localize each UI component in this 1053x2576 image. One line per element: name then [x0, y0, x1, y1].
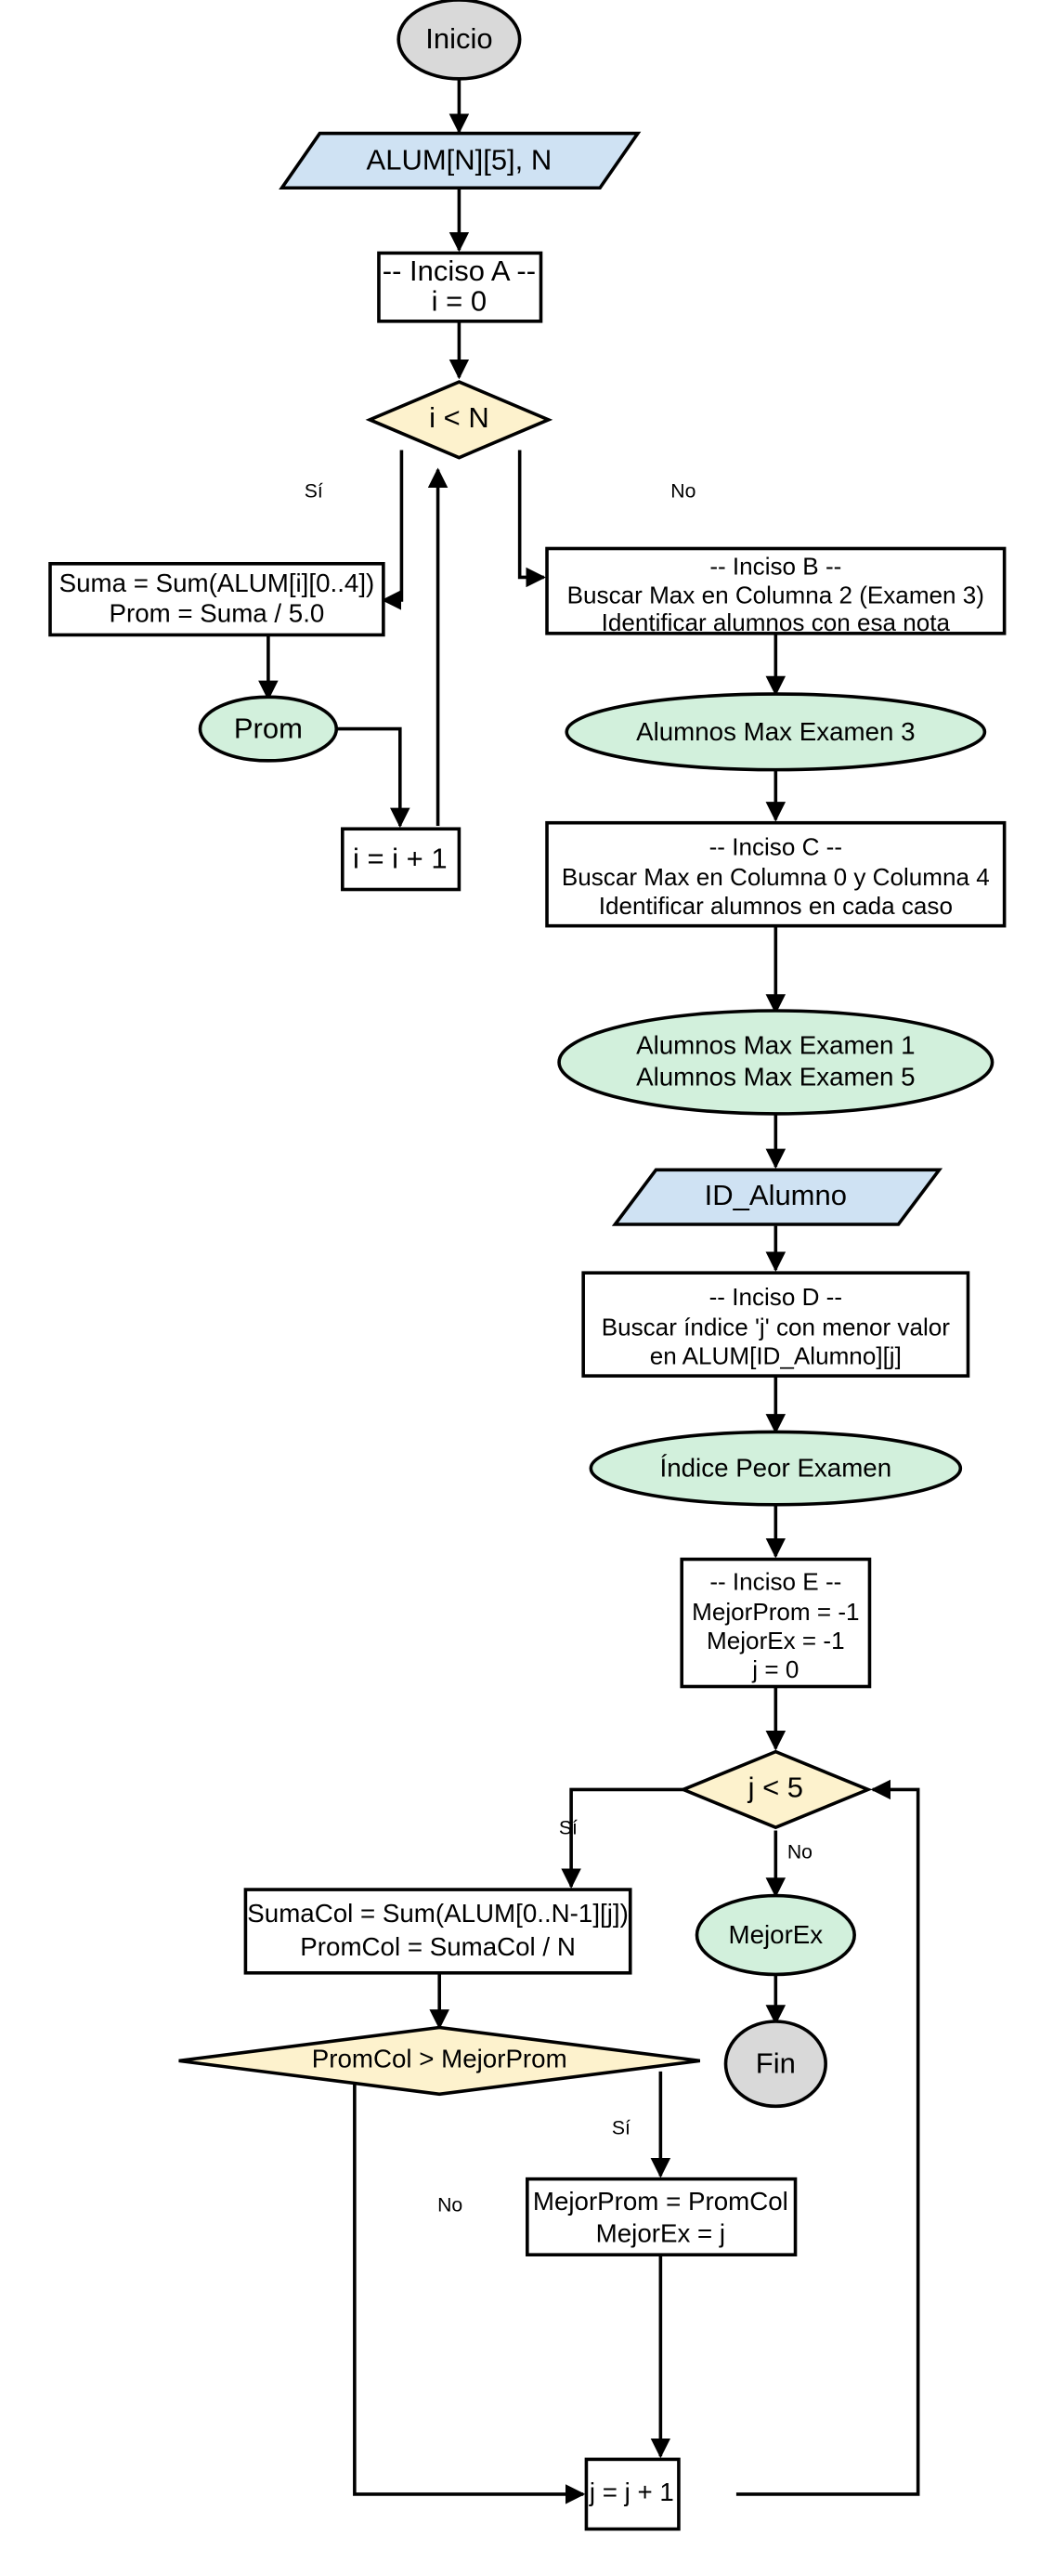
- node-output-max3-label: Alumnos Max Examen 3: [636, 717, 915, 746]
- node-inciso-d-line3: en ALUM[ID_Alumno][j]: [650, 1341, 902, 1369]
- edge-deci-si: [381, 450, 404, 610]
- node-inciso-d[interactable]: -- Inciso D -- Buscar índice 'j' con men…: [581, 1271, 970, 1378]
- node-input-id-alumno-label: ID_Alumno: [705, 1179, 847, 1211]
- node-output-prom[interactable]: Prom: [198, 695, 339, 763]
- node-inciso-e-line3: MejorEx = -1: [707, 1627, 845, 1654]
- node-inciso-e-line2: MejorProm = -1: [692, 1598, 859, 1626]
- node-suma-line2: Prom = Suma / 5.0: [109, 599, 324, 628]
- node-output-max-examen-3[interactable]: Alumnos Max Examen 3: [565, 692, 987, 772]
- node-output-indice-peor-examen[interactable]: Índice Peor Examen: [589, 1430, 963, 1507]
- node-set-mejor-line2: MejorEx = j: [596, 2218, 725, 2247]
- node-output-prom-label: Prom: [234, 712, 303, 744]
- node-decision-j-lt-5[interactable]: j < 5: [679, 1749, 873, 1830]
- node-entrada-datos[interactable]: ALUM[N][5], N: [279, 131, 642, 190]
- node-j-increment[interactable]: j = j + 1: [584, 2457, 681, 2531]
- node-output-mejorex-label: MejorEx: [728, 1920, 823, 1949]
- node-decision-i-lt-n[interactable]: i < N: [365, 380, 553, 460]
- edge-label-promcol-no: No: [437, 2195, 462, 2216]
- connectors: [258, 80, 920, 2504]
- node-i-increment-label: i = i + 1: [353, 843, 448, 875]
- node-inciso-b[interactable]: -- Inciso B -- Buscar Max en Columna 2 (…: [545, 546, 1007, 636]
- node-inciso-a-line1: -- Inciso A --: [383, 255, 536, 287]
- node-decision-promcol-label: PromCol > MejorProm: [312, 2045, 567, 2073]
- node-input-id-alumno[interactable]: ID_Alumno: [611, 1168, 943, 1226]
- node-inciso-e-line4: j = 0: [751, 1655, 799, 1683]
- edge-decj-si: [561, 1787, 683, 1889]
- node-inciso-e[interactable]: -- Inciso E -- MejorProm = -1 MejorEx = …: [680, 1557, 872, 1689]
- node-inciso-b-line1: -- Inciso B --: [709, 553, 841, 581]
- edge-deci-no: [517, 450, 546, 588]
- node-sumacol-line1: SumaCol = Sum(ALUM[0..N-1][j]): [247, 1899, 629, 1928]
- node-output-max-examen-1-5[interactable]: Alumnos Max Examen 1 Alumnos Max Examen …: [557, 1009, 994, 1116]
- node-inciso-a-line2: i = 0: [432, 284, 487, 317]
- node-decision-i-label: i < N: [429, 401, 489, 434]
- edge-label-i-no: No: [670, 481, 696, 503]
- node-sumacol-promcol[interactable]: SumaCol = Sum(ALUM[0..N-1][j]) PromCol =…: [243, 1888, 632, 1975]
- node-inicio[interactable]: Inicio: [396, 0, 522, 81]
- node-inciso-c[interactable]: -- Inciso C -- Buscar Max en Columna 0 y…: [545, 820, 1007, 928]
- node-decision-promcol-gt-mejorprom[interactable]: PromCol > MejorProm: [178, 2025, 700, 2097]
- edge-label-i-si: Sí: [305, 481, 323, 503]
- node-inciso-b-line2: Buscar Max en Columna 2 (Examen 3): [567, 582, 984, 609]
- node-fin-label: Fin: [756, 2046, 796, 2079]
- node-inciso-c-line3: Identificar alumnos en cada caso: [599, 892, 953, 920]
- node-inciso-c-line2: Buscar Max en Columna 0 y Columna 4: [562, 863, 990, 891]
- edge-label-j-si: Sí: [559, 1817, 578, 1838]
- edge-decprom-no: [353, 2073, 586, 2504]
- node-entrada-label: ALUM[N][5], N: [367, 144, 552, 177]
- node-inciso-e-line1: -- Inciso E --: [709, 1567, 841, 1595]
- node-i-increment[interactable]: i = i + 1: [341, 827, 462, 892]
- node-j-increment-label: j = j + 1: [589, 2478, 674, 2506]
- edge-prom-iinc: [336, 726, 410, 829]
- node-output-max15-line1: Alumnos Max Examen 1: [636, 1030, 915, 1059]
- node-suma-line1: Suma = Sum(ALUM[i][0..4]): [59, 569, 375, 597]
- node-inicio-label: Inicio: [425, 22, 492, 55]
- node-decision-j-label: j < 5: [748, 1772, 803, 1804]
- node-inciso-c-line1: -- Inciso C --: [709, 832, 842, 860]
- edge-label-promcol-si: Sí: [612, 2117, 630, 2138]
- node-suma-prom[interactable]: Suma = Sum(ALUM[i][0..4]) Prom = Suma / …: [48, 562, 385, 637]
- node-output-peor-label: Índice Peor Examen: [660, 1454, 892, 1483]
- node-sumacol-line2: PromCol = SumaCol / N: [300, 1932, 576, 1961]
- node-output-max15-line2: Alumnos Max Examen 5: [636, 1063, 915, 1092]
- node-inciso-b-line3: Identificar alumnos con esa nota: [602, 608, 951, 636]
- node-fin[interactable]: Fin: [723, 2020, 827, 2109]
- node-set-mejor[interactable]: MejorProm = PromCol MejorEx = j: [526, 2177, 798, 2256]
- node-inciso-d-line1: -- Inciso D --: [709, 1283, 842, 1311]
- node-inciso-a[interactable]: -- Inciso A -- i = 0: [377, 251, 543, 323]
- node-inciso-d-line2: Buscar índice 'j' con menor valor: [602, 1313, 951, 1340]
- node-set-mejor-line1: MejorProm = PromCol: [533, 2187, 788, 2216]
- node-output-mejorex[interactable]: MejorEx: [695, 1893, 856, 1977]
- edge-jinc-back: [735, 1779, 920, 2496]
- edge-label-j-no: No: [787, 1842, 812, 1863]
